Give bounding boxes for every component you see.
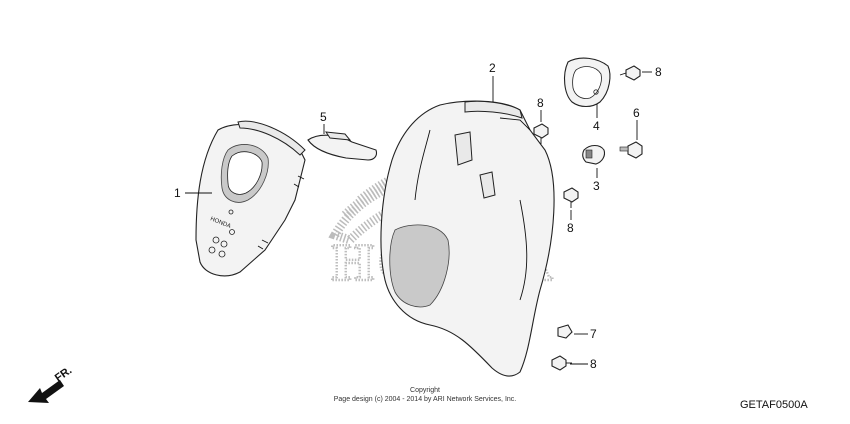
callout-2: 2 bbox=[489, 61, 496, 75]
callout-6: 6 bbox=[633, 106, 640, 120]
front-cover-part: HONDA bbox=[195, 120, 306, 277]
bracket-part bbox=[307, 131, 378, 161]
leader-lines bbox=[185, 71, 652, 365]
callout-8-middle: 8 bbox=[567, 221, 574, 235]
grommet-part bbox=[619, 141, 643, 159]
screw-part-c bbox=[563, 187, 579, 208]
lid-part bbox=[563, 57, 611, 108]
screw-part-d bbox=[551, 355, 572, 371]
screw-part-b bbox=[533, 123, 549, 144]
callout-7: 7 bbox=[590, 327, 597, 341]
callout-1: 1 bbox=[174, 186, 181, 200]
inner-cover-part bbox=[380, 100, 555, 377]
callout-8-upper: 8 bbox=[537, 96, 544, 110]
callout-8-bottom: 8 bbox=[590, 357, 597, 371]
callout-8-top: 8 bbox=[655, 65, 662, 79]
screw-part-a bbox=[619, 65, 641, 81]
front-direction-arrow bbox=[28, 380, 64, 403]
callout-3: 3 bbox=[593, 179, 600, 193]
clip-part bbox=[582, 144, 606, 165]
callout-4: 4 bbox=[593, 119, 600, 133]
copyright-line-2: Page design (c) 2004 - 2014 by ARI Netwo… bbox=[334, 396, 517, 403]
copyright-line-1: Copyright bbox=[410, 387, 440, 394]
front-direction-label: FR. bbox=[53, 364, 74, 384]
nut-part bbox=[557, 324, 573, 339]
diagram-code: GETAF0500A bbox=[740, 399, 808, 411]
callout-5: 5 bbox=[320, 110, 327, 124]
